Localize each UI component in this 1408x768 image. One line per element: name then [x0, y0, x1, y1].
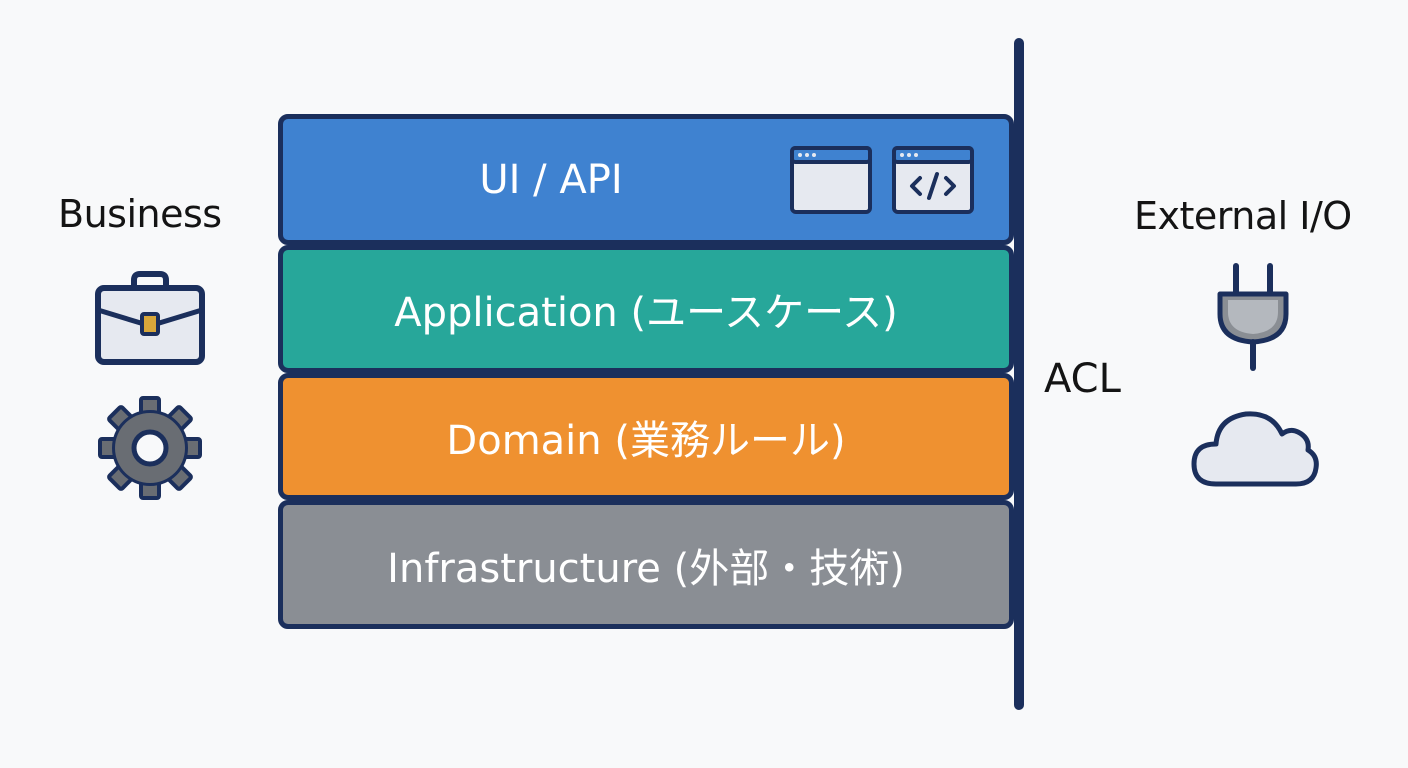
plug-icon	[1217, 263, 1289, 371]
acl-label: ACL	[1044, 356, 1121, 402]
cloud-icon	[1191, 411, 1319, 487]
briefcase-icon	[95, 271, 205, 365]
layer-infrastructure: Infrastructure (外部・技術)	[278, 500, 1014, 629]
layer-application-label: Application (ユースケース)	[394, 290, 898, 336]
code-window-icon	[892, 146, 974, 214]
layer-infrastructure-label: Infrastructure (外部・技術)	[387, 545, 905, 592]
acl-boundary-line	[1014, 38, 1024, 710]
external-io-title: External I/O	[1134, 194, 1352, 238]
layer-application: Application (ユースケース)	[278, 245, 1014, 373]
layer-domain: Domain (業務ルール)	[278, 373, 1014, 500]
layer-ui-api: UI / API	[278, 114, 1014, 245]
business-title: Business	[58, 192, 222, 236]
layer-ui-api-label: UI / API	[479, 156, 623, 203]
browser-window-icon	[790, 146, 872, 214]
gear-icon	[98, 396, 202, 500]
layer-domain-label: Domain (業務ルール)	[446, 417, 846, 464]
